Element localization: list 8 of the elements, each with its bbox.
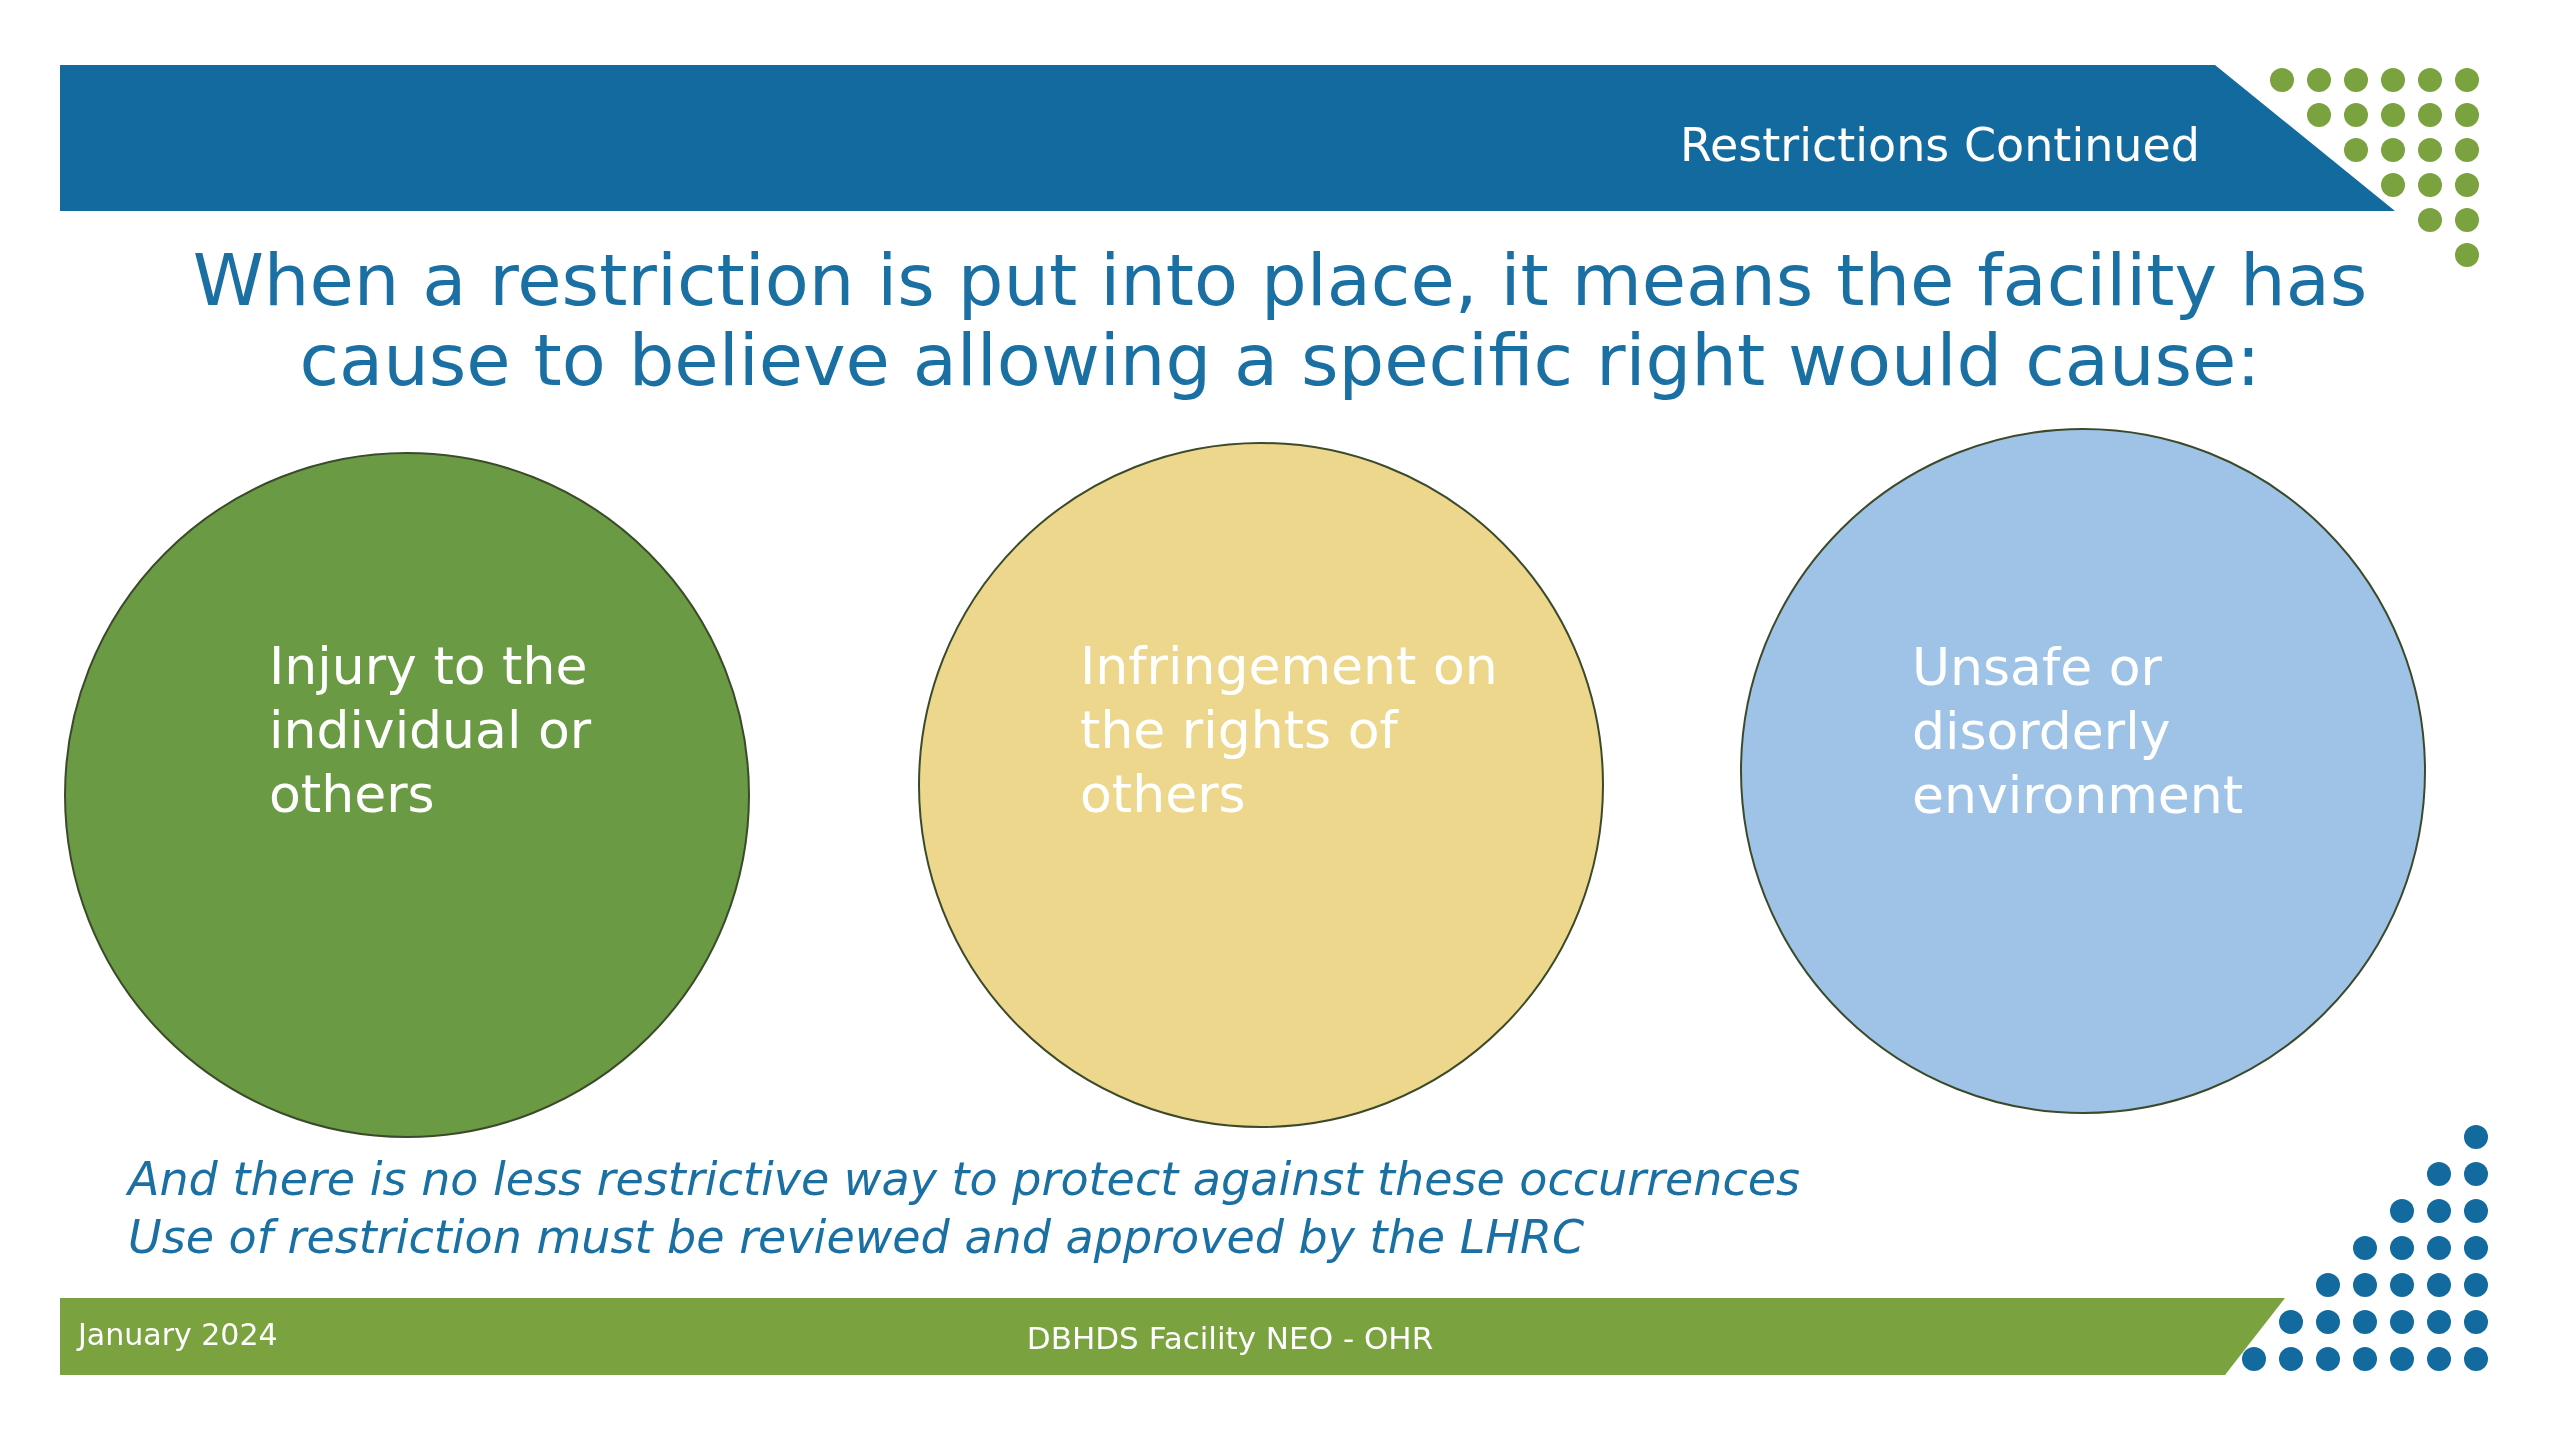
date-text: January 2024 [78,1316,279,1354]
circle-label: Unsafe or disorderly environment [1912,636,2245,827]
circle-label: Injury to the individual or others [269,635,593,826]
footer-text: DBHDS Facility NEO - OHR [1025,1319,1435,1358]
note-text: Use of restriction must be reviewed and approved by the LHRC [128,1209,1586,1266]
heading-text: When a restriction is put into place, it means the facility has cause to believe allowing a specific right would cause: [191,240,2369,400]
slide-title: Restrictions Continued [1679,117,2200,174]
circle-label: Infringement on the rights of others [1080,635,1499,826]
